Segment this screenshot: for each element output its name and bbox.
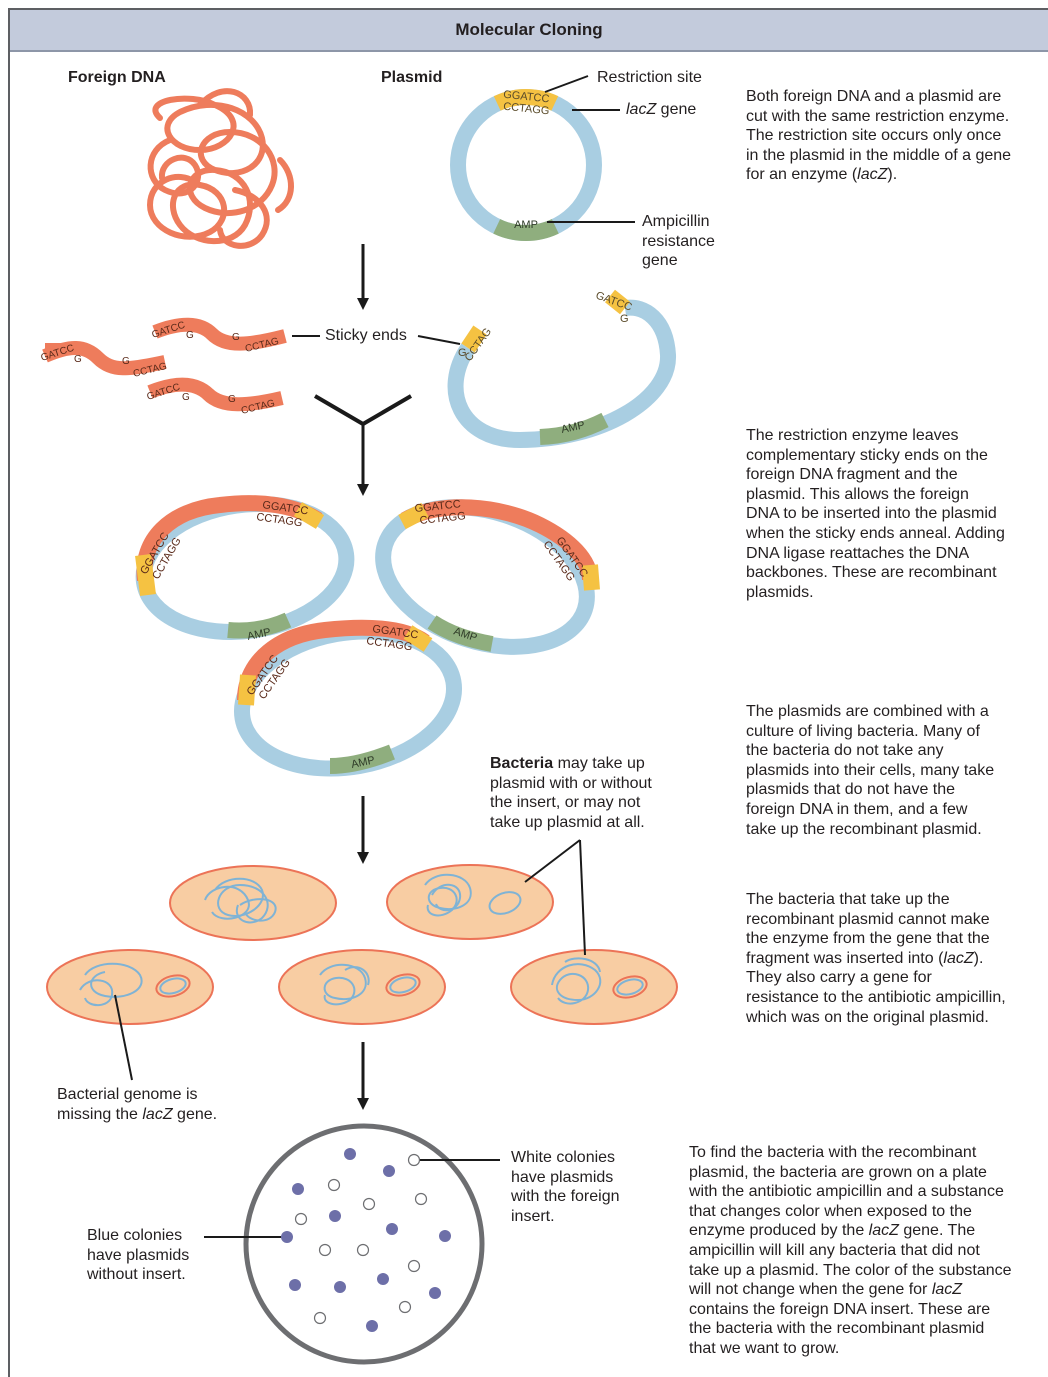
sticky-ends-label: Sticky ends <box>325 326 407 346</box>
plasmid-label: Plasmid <box>381 68 442 88</box>
blue-colony <box>383 1165 395 1177</box>
dna-fragment: GATCC G G CCTAG <box>40 343 169 380</box>
svg-text:G: G <box>232 332 240 343</box>
svg-text:G: G <box>458 347 467 359</box>
white-colonies-label: White colonies have plasmids with the fo… <box>511 1148 620 1226</box>
white-colony <box>364 1199 375 1210</box>
svg-text:G: G <box>74 354 82 365</box>
white-colony <box>416 1194 427 1205</box>
bacteria-uptake-label: Bacteria may take up plasmid with or wit… <box>490 754 652 832</box>
white-colony <box>296 1214 307 1225</box>
white-colony <box>320 1245 331 1256</box>
amp-label: AMP <box>514 219 538 231</box>
recombinant-plasmid: GGATCC CCTAGG GGATCC CCTAGG AMP <box>135 491 355 644</box>
bacterium <box>279 950 445 1024</box>
ampicillin-gene-label: Ampicillin resistance gene <box>642 212 715 271</box>
dna-fragment: GATCC G G CCTAG <box>151 320 285 355</box>
foreign-dna-label: Foreign DNA <box>68 68 166 88</box>
bacterial-genome-label: Bacterial genome is missing the lacZ gen… <box>57 1085 217 1124</box>
svg-text:G: G <box>122 356 130 367</box>
recombinant-plasmid: GGATCC CCTAGG GGATCC CCTAGG AMP <box>231 615 465 784</box>
step3-description: The plasmids are combined with a culture… <box>746 702 994 839</box>
blue-colony <box>429 1287 441 1299</box>
lacz-gene-label: lacZ gene <box>626 100 696 120</box>
svg-text:G: G <box>228 394 236 405</box>
step1-description: Both foreign DNA and a plasmid are cut w… <box>746 87 1011 185</box>
blue-colony <box>386 1223 398 1235</box>
blue-colony <box>292 1183 304 1195</box>
svg-text:G: G <box>182 392 190 403</box>
svg-text:G: G <box>186 330 194 341</box>
blue-colony <box>366 1320 378 1332</box>
blue-colonies-label: Blue colonies have plasmids without inse… <box>87 1226 189 1285</box>
blue-colony <box>289 1279 301 1291</box>
blue-colony <box>334 1281 346 1293</box>
white-colony <box>409 1261 420 1272</box>
bacterium <box>170 866 336 940</box>
blue-colony <box>329 1210 341 1222</box>
blue-colony <box>281 1231 293 1243</box>
step5-description: To find the bacteria with the recombinan… <box>689 1143 1012 1359</box>
bacterium <box>387 865 553 939</box>
foreign-dna-tangle <box>150 91 291 246</box>
white-colony <box>358 1245 369 1256</box>
blue-colony <box>377 1273 389 1285</box>
white-colony <box>329 1180 340 1191</box>
white-colony <box>315 1313 326 1324</box>
blue-colony <box>344 1148 356 1160</box>
restriction-site-label: Restriction site <box>597 68 702 88</box>
blue-colony <box>439 1230 451 1242</box>
step4-description: The bacteria that take up the recombinan… <box>746 890 1006 1027</box>
dna-fragment: GATCC G G CCTAG <box>146 382 282 417</box>
cut-plasmid: GATCC G CCTAG G AMP <box>456 290 668 440</box>
bacterium <box>511 950 677 1024</box>
white-colony <box>409 1155 420 1166</box>
svg-text:G: G <box>620 313 629 325</box>
white-colony <box>400 1302 411 1313</box>
bacterium <box>47 950 213 1024</box>
step2-description: The restriction enzyme leaves complement… <box>746 426 1005 602</box>
